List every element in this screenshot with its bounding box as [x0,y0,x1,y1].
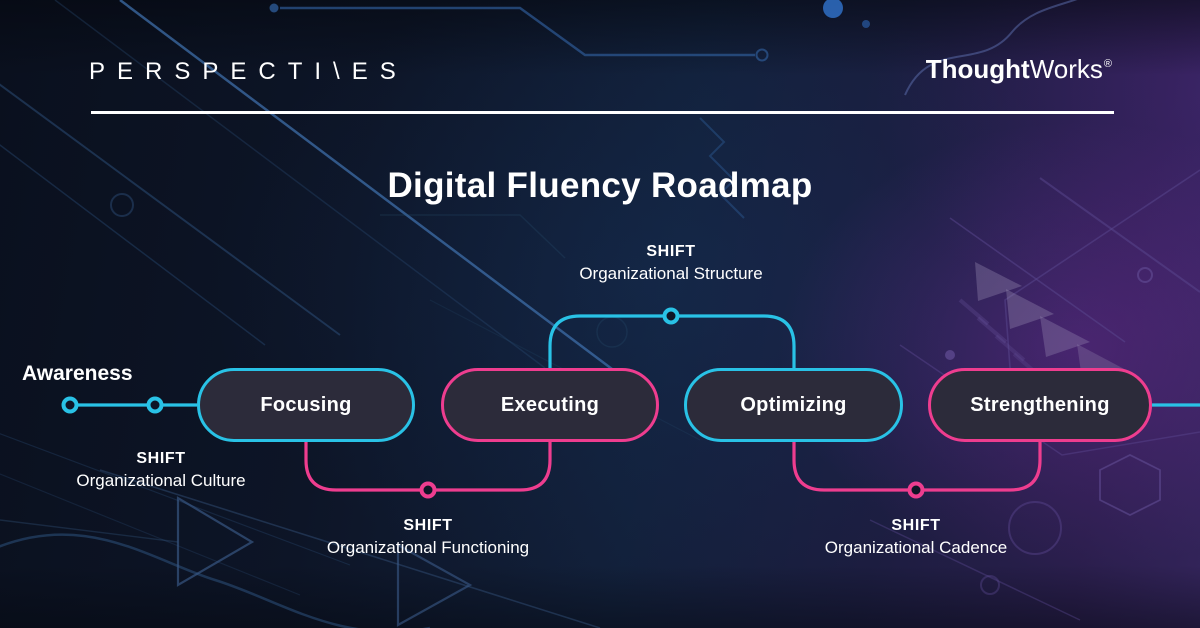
page-title: Digital Fluency Roadmap [387,166,813,205]
stage-pill-focusing: Focusing [197,368,415,442]
stage-label: Executing [500,393,600,416]
stage-label: Focusing [260,393,352,416]
stage-label: Optimizing [740,393,847,416]
header-divider [91,111,1114,114]
shift-target: Organizational Structure [579,263,763,283]
milestone-node-icon [61,396,79,414]
stage-pill-strengthening: Strengthening [928,368,1152,442]
stage-label: Strengthening [970,393,1110,416]
thoughtworks-logo-bold: Thought [925,54,1030,84]
milestone-node-icon [662,307,680,325]
shift-target: Organizational Culture [76,470,246,490]
shift-label-cadence: SHIFT Organizational Cadence [786,517,1046,558]
shift-label-functioning: SHIFT Organizational Functioning [298,517,558,558]
shift-target: Organizational Functioning [326,537,530,557]
perspectives-logo: PERSPECTI\ES [89,58,408,85]
registered-trademark-icon: ® [1103,58,1112,70]
shift-target: Organizational Cadence [824,537,1008,557]
stage-pill-executing: Executing [441,368,659,442]
thoughtworks-logo-regular: Works [1029,54,1103,84]
shift-label-structure: SHIFT Organizational Structure [541,243,801,284]
shift-heading: SHIFT [136,450,186,467]
milestone-node-icon [419,481,437,499]
shift-heading: SHIFT [646,243,696,260]
shift-heading: SHIFT [403,517,453,534]
stage-pill-optimizing: Optimizing [684,368,903,442]
awareness-start-label: Awareness [22,362,133,385]
milestone-node-icon [907,481,925,499]
shift-label-culture: SHIFT Organizational Culture [31,450,291,491]
shift-heading: SHIFT [891,517,941,534]
thoughtworks-logo: ThoughtWorks® [926,54,1112,85]
milestone-node-icon [146,396,164,414]
